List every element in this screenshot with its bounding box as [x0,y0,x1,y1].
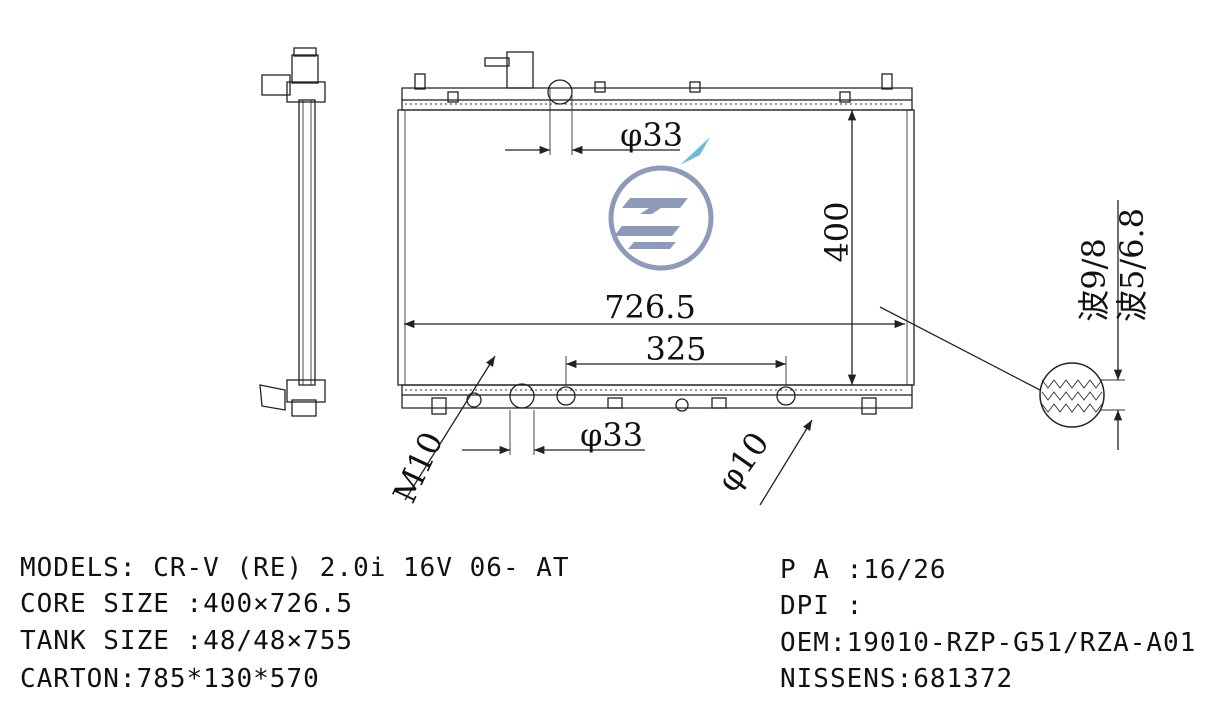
pin-diameter-label: φ10 [709,425,776,499]
core-width-label: 726.5 [604,288,696,326]
carton-text: CARTON:785*130*570 [20,664,320,694]
front-view [397,51,915,415]
mount-spacing-label: 325 [645,330,706,368]
radiator-drawing: φ33 400 726.5 325 φ33 M10 φ10 波9/8 波5/6.… [259,47,1151,509]
models-text: MODELS: CR-V (RE) 2.0i 16V 06- AT [20,553,570,583]
brand-logo [608,137,714,271]
oem-text: OEM:19010-RZP-G51/RZA-A01 [780,628,1197,658]
fin-detail [1039,200,1125,450]
fin-wave-label-1: 波9/8 [1075,238,1113,322]
inlet-diameter-label: φ33 [620,116,683,154]
side-view [259,47,326,417]
dimension-lines [404,88,1041,506]
fin-wave-label-2: 波5/6.8 [1113,208,1151,322]
core-height-label: 400 [818,201,856,262]
thread-label: M10 [385,426,450,509]
tank-size-text: TANK SIZE :48/48×755 [20,626,354,656]
pa-text: P A :16/26 [780,555,947,585]
dpi-text: DPI : [780,591,864,621]
core-size-text: CORE SIZE :400×726.5 [20,589,354,619]
outlet-diameter-label: φ33 [580,416,643,454]
nissens-text: NISSENS:681372 [780,664,1014,694]
